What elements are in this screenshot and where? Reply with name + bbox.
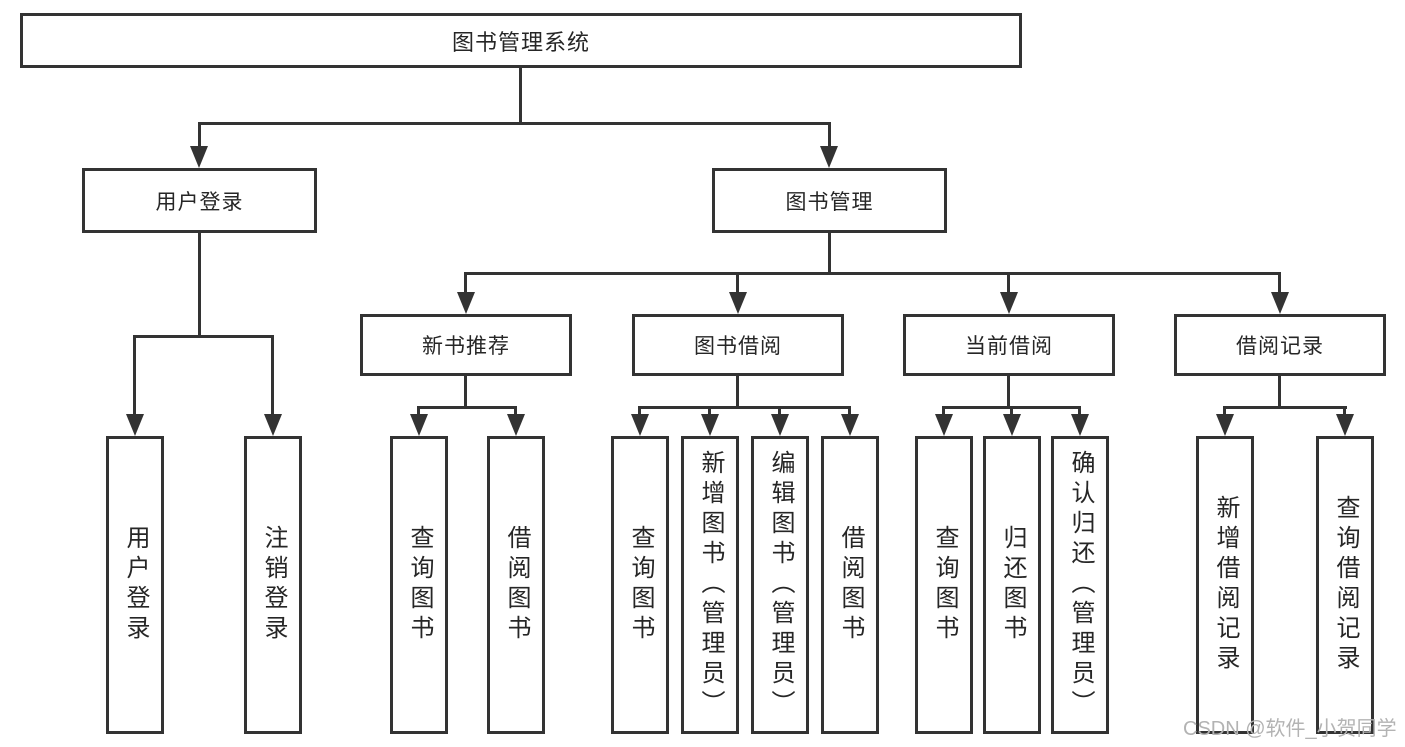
leaf-add-books-admin-label: 新增图书（管理员）: [697, 450, 724, 720]
connector-user-login-stem: [198, 233, 201, 335]
node-borrowing-records: 借阅记录: [1174, 314, 1386, 376]
leaf-return-books: 归还图书: [983, 436, 1041, 734]
connector-drop-leaf: [133, 335, 136, 414]
connector-drop-current-borrow: [1007, 272, 1010, 292]
arrow-down-icon: [1071, 414, 1089, 436]
node-root: 图书管理系统: [20, 13, 1022, 68]
connector-borrow-records-hline: [1223, 406, 1347, 409]
arrow-down-icon: [631, 414, 649, 436]
connector-drop-borrow-records: [1278, 272, 1281, 292]
leaf-edit-books-admin: 编辑图书（管理员）: [751, 436, 809, 734]
connector-current-borrow-stem: [1007, 376, 1010, 406]
arrow-down-icon: [820, 146, 838, 168]
leaf-confirm-return-admin-label: 确认归还（管理员）: [1067, 450, 1094, 720]
connector-drop-leaf: [1010, 406, 1013, 416]
csdn-watermark: CSDN @软件_小贺同学: [1183, 718, 1397, 740]
connector-drop-leaf: [1223, 406, 1226, 416]
connector-drop-book-mgmt: [828, 122, 831, 146]
connector-drop-leaf: [271, 335, 274, 414]
connector-user-login-hline: [133, 335, 274, 338]
arrow-down-icon: [264, 414, 282, 436]
arrow-down-icon: [1216, 414, 1234, 436]
leaf-add-borrow-record: 新增借阅记录: [1196, 436, 1254, 734]
node-book-management-label: 图书管理: [785, 190, 874, 214]
arrow-down-icon: [701, 414, 719, 436]
arrow-down-icon: [190, 146, 208, 168]
leaf-borrow-books-1: 借阅图书: [487, 436, 545, 734]
connector-l3-hline: [464, 272, 1281, 275]
node-borrowing-records-label: 借阅记录: [1236, 335, 1324, 358]
leaf-user-login: 用户登录: [106, 436, 164, 734]
connector-drop-leaf: [708, 406, 711, 416]
leaf-confirm-return-admin: 确认归还（管理员）: [1051, 436, 1109, 734]
connector-book-borrow-hline: [638, 406, 851, 409]
arrow-down-icon: [1000, 292, 1018, 314]
connector-root-stem: [519, 68, 522, 122]
arrow-down-icon: [507, 414, 525, 436]
connector-book-borrow-stem: [736, 376, 739, 406]
leaf-query-books-2-label: 查询图书: [627, 525, 654, 645]
arrow-down-icon: [841, 414, 859, 436]
connector-new-book-stem: [464, 376, 467, 406]
arrow-down-icon: [771, 414, 789, 436]
node-book-borrowing-label: 图书借阅: [694, 335, 782, 358]
arrow-down-icon: [935, 414, 953, 436]
arrow-down-icon: [1271, 292, 1289, 314]
connector-drop-new-book: [464, 272, 467, 292]
connector-drop-user-login: [198, 122, 201, 146]
leaf-borrow-books-2: 借阅图书: [821, 436, 879, 734]
leaf-borrow-books-1-label: 借阅图书: [503, 525, 530, 645]
connector-borrow-records-stem: [1278, 376, 1281, 406]
arrow-down-icon: [126, 414, 144, 436]
leaf-query-books-3-label: 查询图书: [931, 525, 958, 645]
leaf-logout: 注销登录: [244, 436, 302, 734]
connector-drop-leaf: [1343, 406, 1346, 416]
node-current-borrowing-label: 当前借阅: [965, 335, 1053, 358]
connector-drop-leaf: [638, 406, 641, 416]
connector-drop-leaf: [942, 406, 945, 416]
connector-l1-hline: [198, 122, 831, 125]
connector-drop-book-borrow: [736, 272, 739, 292]
leaf-query-books-2: 查询图书: [611, 436, 669, 734]
node-book-management: 图书管理: [712, 168, 947, 233]
node-new-book-recommend: 新书推荐: [360, 314, 572, 376]
node-new-book-recommend-label: 新书推荐: [422, 335, 510, 358]
arrow-down-icon: [457, 292, 475, 314]
leaf-logout-label: 注销登录: [260, 525, 287, 645]
leaf-edit-books-admin-label: 编辑图书（管理员）: [767, 450, 794, 720]
leaf-query-borrow-record-label: 查询借阅记录: [1332, 495, 1359, 675]
leaf-query-books-3: 查询图书: [915, 436, 973, 734]
leaf-query-books-1: 查询图书: [390, 436, 448, 734]
leaf-query-books-1-label: 查询图书: [406, 525, 433, 645]
leaf-add-borrow-record-label: 新增借阅记录: [1212, 495, 1239, 675]
node-root-label: 图书管理系统: [451, 29, 590, 55]
leaf-return-books-label: 归还图书: [999, 525, 1026, 645]
arrow-down-icon: [729, 292, 747, 314]
connector-new-book-hline: [417, 406, 517, 409]
arrow-down-icon: [1336, 414, 1354, 436]
arrow-down-icon: [1003, 414, 1021, 436]
connector-book-mgmt-stem: [828, 233, 831, 272]
leaf-query-borrow-record: 查询借阅记录: [1316, 436, 1374, 734]
connector-drop-leaf: [848, 406, 851, 416]
leaf-borrow-books-2-label: 借阅图书: [837, 525, 864, 645]
leaf-user-login-label: 用户登录: [122, 525, 149, 645]
connector-drop-leaf: [778, 406, 781, 416]
connector-drop-leaf: [417, 406, 420, 416]
node-current-borrowing: 当前借阅: [903, 314, 1115, 376]
leaf-add-books-admin: 新增图书（管理员）: [681, 436, 739, 734]
node-user-login-label: 用户登录: [155, 190, 244, 214]
connector-drop-leaf: [514, 406, 517, 416]
node-book-borrowing: 图书借阅: [632, 314, 844, 376]
arrow-down-icon: [410, 414, 428, 436]
connector-drop-leaf: [1078, 406, 1081, 416]
node-user-login: 用户登录: [82, 168, 317, 233]
